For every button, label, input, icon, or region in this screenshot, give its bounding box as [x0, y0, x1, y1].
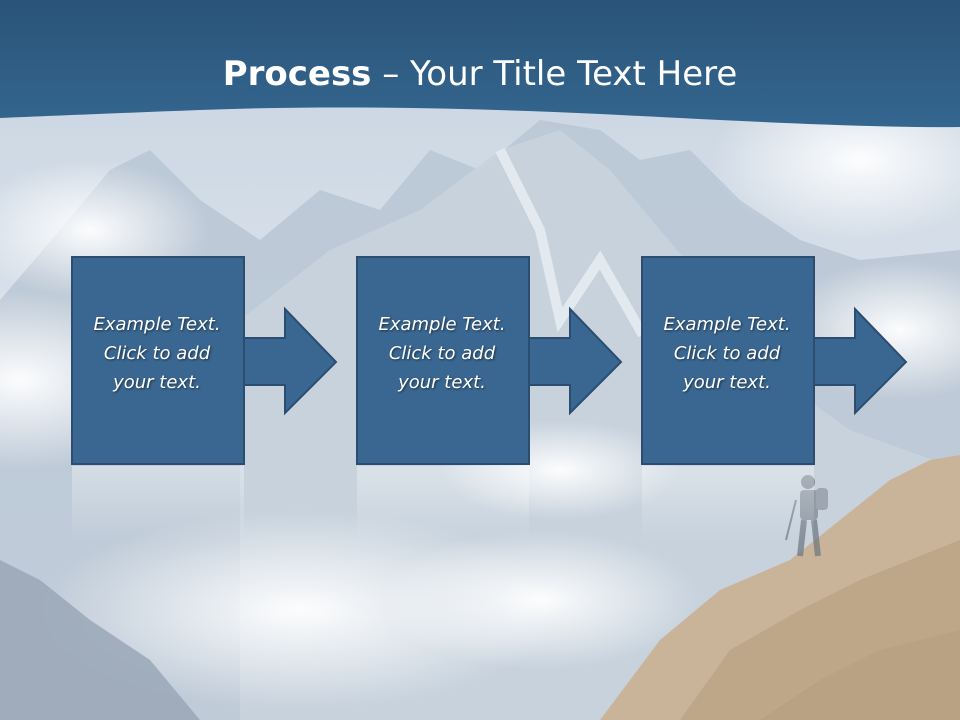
step-text-line: Example Text. — [378, 314, 506, 335]
process-step-2[interactable]: Example Text. Click to add your text. — [356, 256, 692, 541]
step-box-shape — [356, 256, 623, 541]
step-text-line: your text. — [113, 372, 201, 393]
step-text[interactable]: Example Text. Click to add your text. — [641, 310, 813, 397]
title-rest-text: – Your Title Text Here — [371, 54, 738, 94]
arrow-right-icon — [813, 306, 908, 416]
arrow-right-icon — [243, 306, 338, 416]
step-text-line: your text. — [398, 372, 486, 393]
step-text-line: Click to add — [103, 343, 211, 364]
slide-title[interactable]: Process – Your Title Text Here — [0, 52, 960, 96]
process-step-1[interactable]: Example Text. Click to add your text. — [71, 256, 407, 541]
step-text-line: Click to add — [388, 343, 496, 364]
arrow-right-icon — [528, 306, 623, 416]
process-step-3[interactable]: Example Text. Click to add your text. — [641, 256, 960, 541]
step-text-line: Example Text. — [663, 314, 791, 335]
step-box-shape — [641, 256, 908, 541]
step-box-shape — [71, 256, 338, 541]
step-text[interactable]: Example Text. Click to add your text. — [356, 310, 528, 397]
step-text-line: Example Text. — [93, 314, 221, 335]
step-text[interactable]: Example Text. Click to add your text. — [71, 310, 243, 397]
step-text-line: Click to add — [673, 343, 781, 364]
title-bold-text: Process — [222, 54, 372, 94]
step-text-line: your text. — [683, 372, 771, 393]
